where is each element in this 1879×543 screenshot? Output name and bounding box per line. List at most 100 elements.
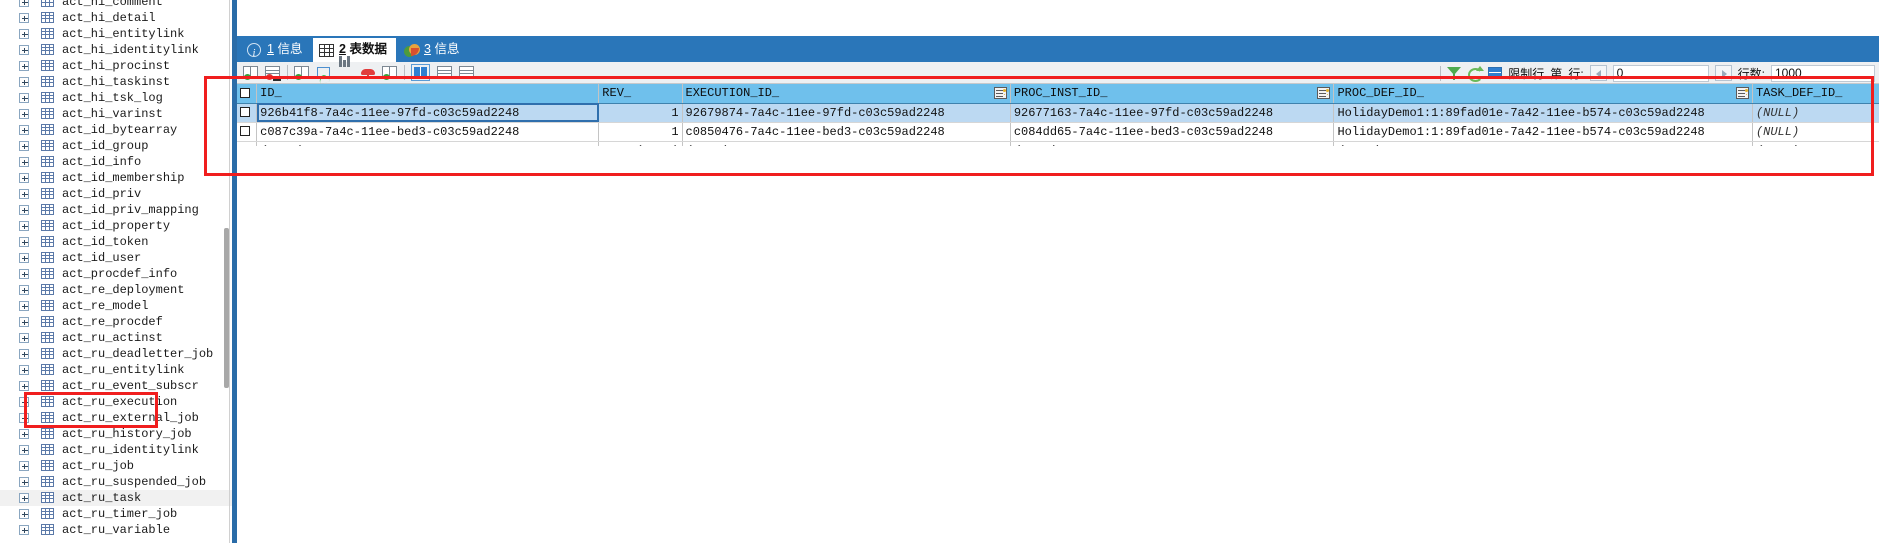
expand-icon[interactable] [19, 461, 29, 471]
refresh-icon[interactable] [1467, 66, 1485, 82]
expand-icon[interactable] [19, 317, 29, 327]
expand-icon[interactable] [19, 0, 29, 7]
new-row-marker[interactable]: * [237, 141, 258, 146]
table-row[interactable]: *(NULL)(NULL)(NULL)(NULL)(NULL)(NULL)(NU… [237, 141, 1879, 146]
cell-execution-id-[interactable]: (NULL) [682, 141, 1011, 146]
tree-item-act-hi-detail[interactable]: act_hi_detail [0, 10, 232, 26]
tree-item-act-procdef-info[interactable]: act_procdef_info [0, 266, 232, 282]
tree-item-act-ru-execution[interactable]: act_ru_execution [0, 394, 232, 410]
column-header-row[interactable]: ID_REV_EXECUTION_ID_PROC_INST_ID_PROC_DE… [237, 84, 1879, 104]
tree-item-act-id-user[interactable]: act_id_user [0, 250, 232, 266]
tree-item-act-id-info[interactable]: act_id_info [0, 154, 232, 170]
tree-item-act-id-group[interactable]: act_id_group [0, 138, 232, 154]
cell-id-[interactable]: 926b41f8-7a4c-11ee-97fd-c03c59ad2248 [256, 103, 600, 123]
tree-item-act-id-priv-mapping[interactable]: act_id_priv_mapping [0, 202, 232, 218]
expand-icon[interactable] [19, 189, 29, 199]
expand-icon[interactable] [19, 413, 29, 423]
expand-icon[interactable] [19, 365, 29, 375]
start-row-input[interactable] [1612, 64, 1709, 82]
tree-item-act-ru-actinst[interactable]: act_ru_actinst [0, 330, 232, 346]
cell-id-[interactable]: (NULL) [256, 141, 600, 146]
data-grid[interactable]: ID_REV_EXECUTION_ID_PROC_INST_ID_PROC_DE… [237, 84, 1879, 146]
expand-icon[interactable] [19, 269, 29, 279]
tree-item-act-re-model[interactable]: act_re_model [0, 298, 232, 314]
row-checkbox[interactable] [240, 126, 250, 137]
cell-rev-[interactable]: 1 [598, 122, 683, 142]
tab-3[interactable]: 3 信息 [398, 38, 468, 62]
expand-icon[interactable] [19, 509, 29, 519]
row-count-input[interactable] [1771, 64, 1875, 82]
select-all-header[interactable] [237, 84, 258, 104]
tree-item-act-hi-taskinst[interactable]: act_hi_taskinst [0, 74, 232, 90]
tree-item-act-ru-job[interactable]: act_ru_job [0, 458, 232, 474]
column-header-proc-inst-id-[interactable]: PROC_INST_ID_ [1010, 84, 1335, 104]
expand-icon[interactable] [19, 237, 29, 247]
tree-item-act-id-priv[interactable]: act_id_priv [0, 186, 232, 202]
sort-button[interactable] [338, 56, 355, 80]
expand-icon[interactable] [19, 333, 29, 343]
select-all-checkbox[interactable] [240, 88, 250, 99]
expand-icon[interactable] [19, 93, 29, 103]
tree-item-act-hi-entitylink[interactable]: act_hi_entitylink [0, 26, 232, 42]
expand-icon[interactable] [19, 45, 29, 55]
tree-item-act-hi-procinst[interactable]: act_hi_procinst [0, 58, 232, 74]
row-limit-controls[interactable]: 限制行 第 行: 行数: [1440, 62, 1875, 84]
limit-rows-icon[interactable] [1488, 67, 1503, 79]
cell-rev-[interactable]: 1 [598, 103, 683, 123]
expand-icon[interactable] [19, 13, 29, 23]
tree-item-act-hi-tsk-log[interactable]: act_hi_tsk_log [0, 90, 232, 106]
row-checkbox[interactable] [240, 107, 250, 118]
cell-proc-inst-id-[interactable]: 92677163-7a4c-11ee-97fd-c03c59ad2248 [1010, 103, 1335, 123]
cell-proc-def-id-[interactable]: (NULL) [1333, 141, 1753, 146]
data-grid-table[interactable]: ID_REV_EXECUTION_ID_PROC_INST_ID_PROC_DE… [237, 84, 1879, 146]
cell-execution-id-[interactable]: 92679874-7a4c-11ee-97fd-c03c59ad2248 [682, 103, 1011, 123]
edit-record-button[interactable] [294, 65, 311, 80]
tree-item-act-ru-entitylink[interactable]: act_ru_entitylink [0, 362, 232, 378]
tree-item-act-id-token[interactable]: act_id_token [0, 234, 232, 250]
expand-icon[interactable] [19, 429, 29, 439]
column-header-proc-def-id-[interactable]: PROC_DEF_ID_ [1333, 84, 1753, 104]
expand-icon[interactable] [19, 477, 29, 487]
tree-item-act-ru-task[interactable]: act_ru_task [0, 490, 232, 506]
expand-icon[interactable] [19, 205, 29, 215]
cell-execution-id-[interactable]: c0850476-7a4c-11ee-bed3-c03c59ad2248 [682, 122, 1011, 142]
cell-task-def-id-[interactable]: (NULL) [1752, 103, 1879, 123]
tree-item-act-ru-deadletter-job[interactable]: act_ru_deadletter_job [0, 346, 232, 362]
expand-icon[interactable] [19, 301, 29, 311]
column-header-execution-id-[interactable]: EXECUTION_ID_ [682, 84, 1011, 104]
expand-icon[interactable] [19, 493, 29, 503]
expand-icon[interactable] [19, 29, 29, 39]
expand-icon[interactable] [19, 525, 29, 535]
column-header-rev-[interactable]: REV_ [598, 84, 683, 104]
tab-1[interactable]: 1 信息 [241, 38, 311, 65]
column-header-task-def-id-[interactable]: TASK_DEF_ID_ [1752, 84, 1879, 104]
expand-icon[interactable] [19, 61, 29, 71]
pin-button[interactable] [360, 65, 377, 80]
tree-item-act-ru-variable[interactable]: act_ru_variable [0, 522, 232, 538]
filter-icon[interactable] [1447, 66, 1462, 80]
expand-icon[interactable] [19, 125, 29, 135]
cell-rev-[interactable]: (NULL) [598, 141, 683, 146]
expand-icon[interactable] [19, 381, 29, 391]
add-record-button[interactable] [243, 65, 260, 80]
grid-view-button[interactable] [411, 64, 430, 81]
cell-proc-inst-id-[interactable]: (NULL) [1010, 141, 1335, 146]
cell-proc-def-id-[interactable]: HolidayDemo1:1:89fad01e-7a42-11ee-b574-c… [1333, 122, 1753, 142]
duplicate-record-button[interactable] [265, 65, 282, 81]
expand-icon[interactable] [19, 349, 29, 359]
cell-task-def-id-[interactable]: (NULL) [1752, 122, 1879, 142]
tree-item-act-ru-identitylink[interactable]: act_ru_identitylink [0, 442, 232, 458]
tree-item-act-ru-suspended-job[interactable]: act_ru_suspended_job [0, 474, 232, 490]
memo-view-button[interactable] [459, 65, 476, 80]
tree-item-act-ru-timer-job[interactable]: act_ru_timer_job [0, 506, 232, 522]
tree-item-act-ru-external-job[interactable]: act_ru_external_job [0, 410, 232, 426]
expand-icon[interactable] [19, 253, 29, 263]
expand-icon[interactable] [19, 285, 29, 295]
cell-task-def-id-[interactable]: (NULL) [1752, 141, 1879, 146]
refresh-grid-button[interactable] [316, 65, 333, 80]
